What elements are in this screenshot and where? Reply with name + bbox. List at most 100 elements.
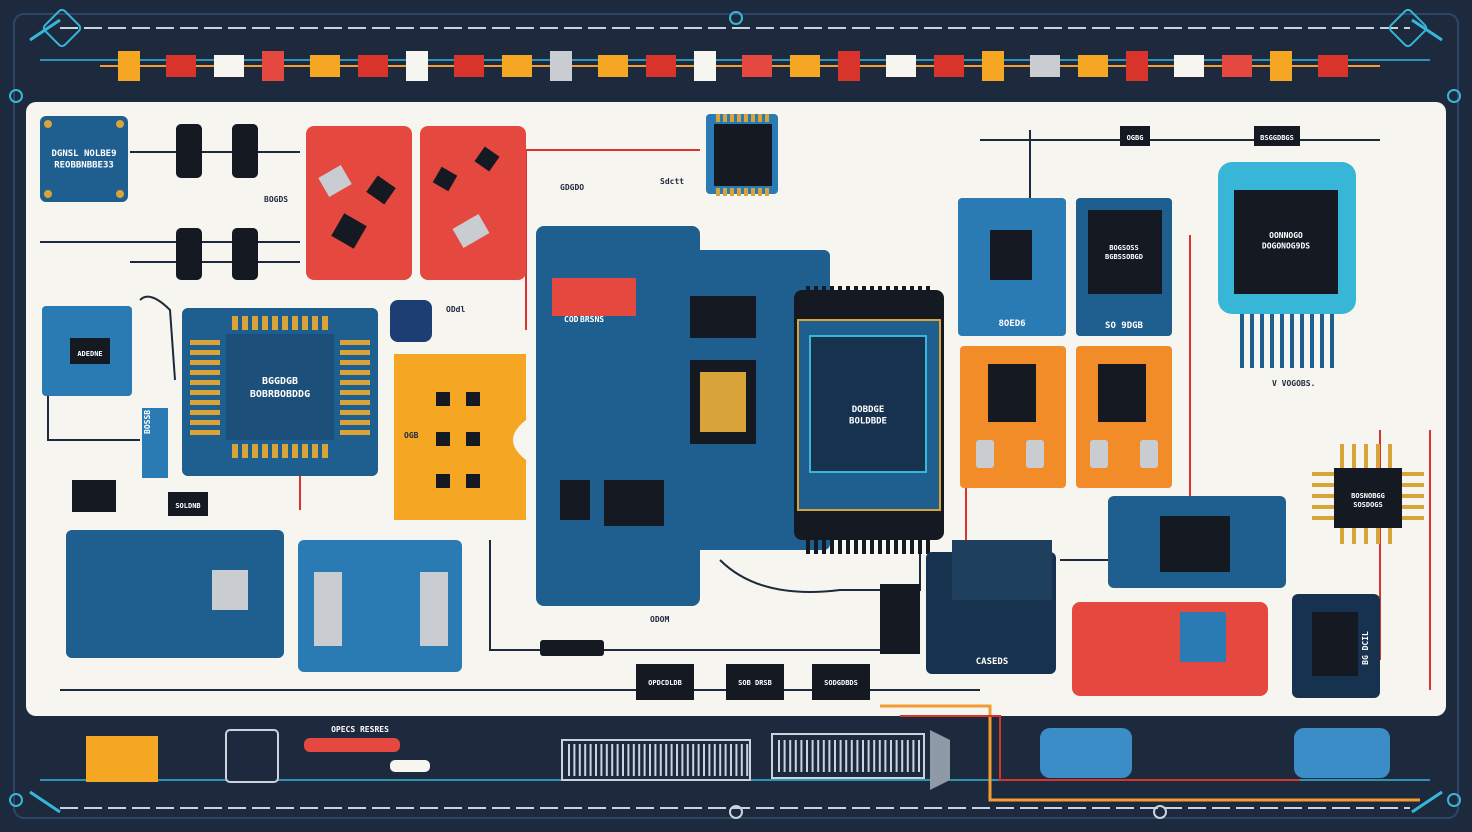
blue-board-bottom-left-2 (298, 540, 462, 672)
pin (322, 316, 328, 330)
right-small-label: V VOGOBS. (1272, 379, 1315, 388)
tick (724, 744, 727, 776)
pin (190, 420, 220, 425)
tick (578, 744, 581, 776)
pin (190, 410, 220, 415)
dark-module-label: BG DCIL (1361, 631, 1370, 665)
pin (232, 316, 238, 330)
orange-board-1 (960, 346, 1066, 488)
tick (654, 744, 657, 776)
tick (659, 744, 662, 776)
tick (589, 744, 592, 776)
small-label-c: ODdl (446, 305, 465, 314)
pin (862, 286, 866, 308)
tick (735, 744, 738, 776)
blue-board-1-label: 8OED6 (998, 319, 1025, 329)
pin (737, 188, 741, 196)
center-label: GDGDO (560, 183, 584, 192)
yellow-board-mark: OGB (404, 431, 419, 440)
tick (828, 740, 831, 772)
top-right-tag-1: OGBG (1127, 134, 1144, 142)
tick (573, 744, 576, 776)
pin (744, 114, 748, 122)
pin (1300, 314, 1304, 368)
tick (713, 744, 716, 776)
pin (918, 286, 922, 308)
pin (1320, 314, 1324, 368)
center-board-text: BRSNS (580, 315, 604, 324)
flow-box-2: SOB DRSB (726, 664, 784, 700)
tick (703, 744, 705, 776)
strip-component (1078, 55, 1108, 77)
tick (862, 740, 864, 772)
pin (870, 286, 874, 308)
pin (854, 286, 858, 308)
strip-component (214, 55, 244, 77)
pin (302, 316, 308, 330)
dark-module-right: BG DCIL (1292, 594, 1380, 698)
pin (744, 188, 748, 196)
tick (867, 740, 870, 772)
chip-pins (716, 114, 769, 196)
pin (730, 114, 734, 122)
pin (312, 316, 318, 330)
pin (1240, 314, 1244, 368)
pin (272, 444, 278, 458)
orange-board-2 (1076, 346, 1172, 488)
tick (918, 740, 920, 772)
strip-component (742, 55, 772, 77)
tick (834, 740, 836, 772)
pin (751, 114, 755, 122)
tick (686, 744, 689, 776)
strip-component (1174, 55, 1204, 77)
strip-component (934, 55, 964, 77)
tick (605, 744, 608, 776)
strip-component (502, 55, 532, 77)
pin (282, 444, 288, 458)
tick (638, 744, 641, 776)
tick (906, 740, 909, 772)
tick (611, 744, 614, 776)
tick (665, 744, 668, 776)
pin (340, 370, 370, 375)
left-bottom-tag: SOLDNB (168, 492, 208, 516)
tick (884, 740, 887, 772)
top-right-tags: OGBG BSGGDBGS (1120, 126, 1300, 146)
strip-component (1030, 55, 1060, 77)
pin (312, 444, 318, 458)
tick (649, 744, 651, 776)
pin (878, 528, 882, 554)
pin (814, 528, 818, 554)
pin (926, 286, 930, 308)
pin (751, 188, 755, 196)
top-component-strip (100, 51, 1380, 81)
tick (806, 740, 808, 772)
flow-box-3-label: SODGDBDS (824, 679, 858, 687)
pin (886, 286, 890, 308)
tick (746, 744, 749, 776)
electrolytic-capacitor (390, 300, 432, 342)
strip-component (694, 51, 716, 81)
tick (912, 740, 915, 772)
yellow-board-chips (436, 392, 480, 488)
small-chip (466, 432, 480, 446)
pin (910, 286, 914, 308)
tick (622, 744, 624, 776)
pin (252, 316, 258, 330)
pin (1330, 314, 1334, 368)
small-chip (466, 392, 480, 406)
screen-pins (806, 286, 930, 554)
strip-component (118, 51, 140, 81)
left-mini-board: ADEDNE (42, 306, 132, 396)
pin (723, 114, 727, 122)
pin (822, 528, 826, 554)
strip-component (838, 51, 860, 81)
tick (676, 744, 678, 776)
small-module (72, 480, 116, 512)
tick (856, 740, 859, 772)
pin (814, 286, 818, 308)
small-chip (436, 474, 450, 488)
